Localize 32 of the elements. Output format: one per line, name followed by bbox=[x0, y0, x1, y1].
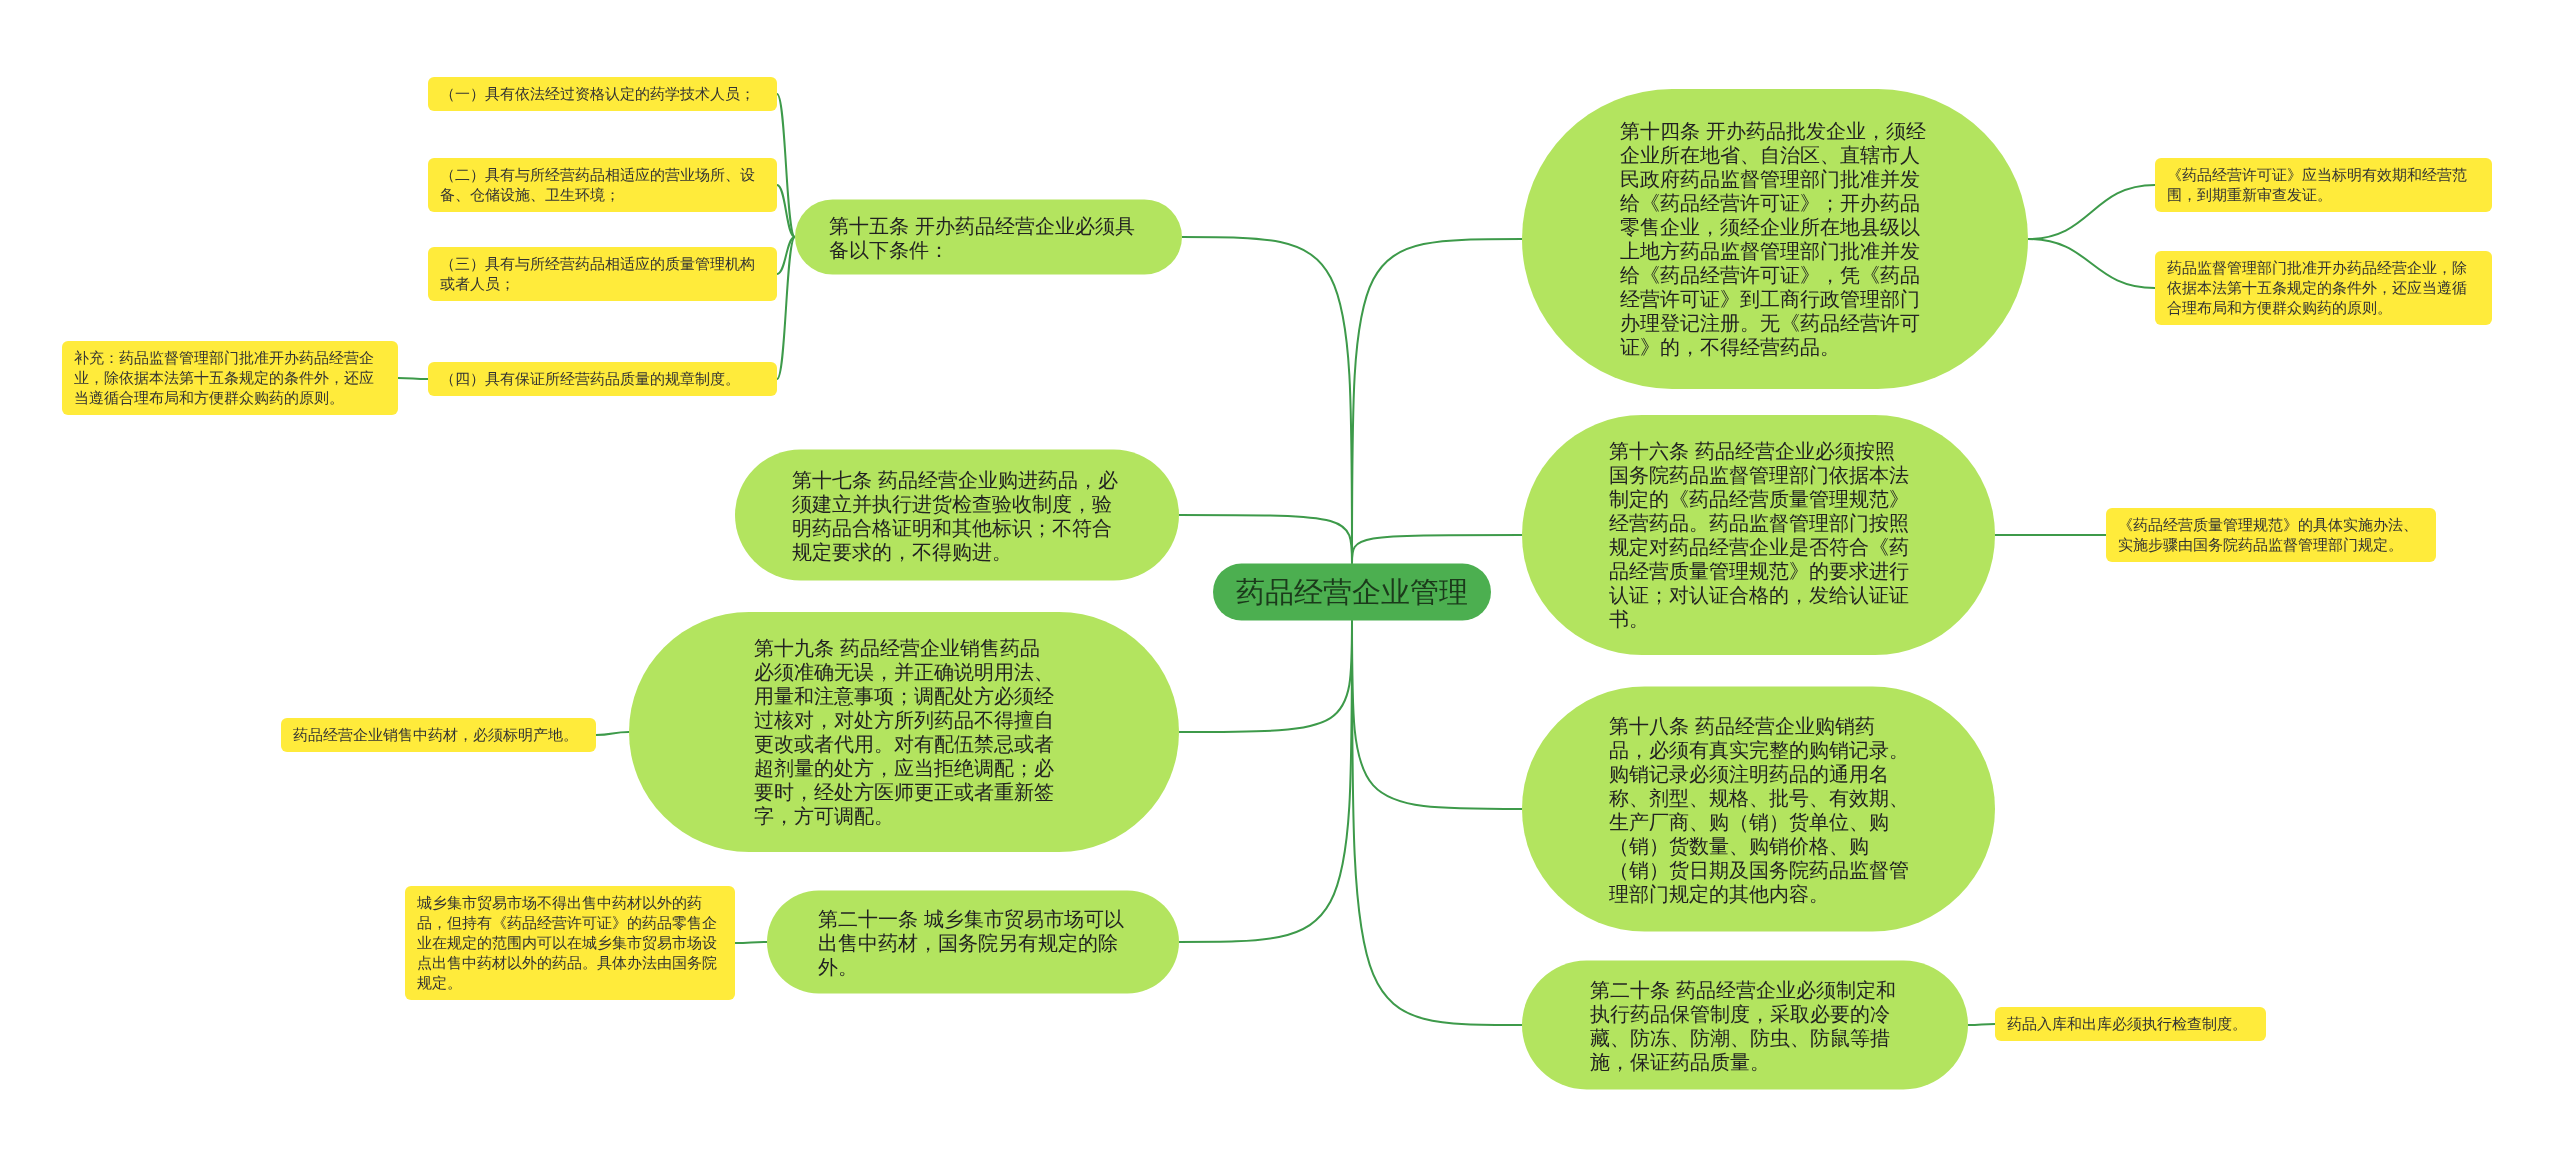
topic-bubble bbox=[795, 199, 1182, 275]
note-box: （四）具有保证所经营药品质量的规章制度。 bbox=[428, 362, 777, 396]
note-box: 药品经营企业销售中药材，必须标明产地。 bbox=[281, 718, 596, 752]
topic-text: 第二十一条 城乡集市贸易市场可以出售中药材，国务院另有规定的除外。 bbox=[818, 906, 1126, 978]
note-box: 药品监督管理部门批准开办药品经营企业，除依据本法第十五条规定的条件外，还应当遵循合理布局和方便群众购药的原则。 bbox=[2155, 251, 2492, 325]
connector-line bbox=[734, 941, 768, 944]
connector-line bbox=[776, 93, 796, 238]
note-box: 城乡集市贸易市场不得出售中药材以外的药品，但持有《药品经营许可证》的药品零售企业在规定的范围内可以在城乡集市贸易市场设点出售中药材以外的药品。具体办法由国务院规定。 bbox=[405, 886, 735, 1000]
topic-text: 第十六条 药品经营企业必须按照国务院药品监督管理部门依据本法制定的《药品经营质量管理规范》经营药品。药品监督管理部门按照规定对药品经营企业是否符合《药品经营质量管理规范》的要求进行认证；对认证合格的，发给认证证书。 bbox=[1608, 439, 1909, 631]
topic-text: 第十八条 药品经营企业购销药品，必须有真实完整的购销记录。购销记录必须注明药品的通用名称、剂型、规格、批号、有效期、生产厂商、购（销）货单位、购（销）货数量、购销价格、购（销）货日期及国务院药品监督管理部门规定的其他内容。 bbox=[1608, 713, 1909, 905]
connector-line bbox=[1967, 1023, 1996, 1026]
central-topic: 药品经营企业管理 bbox=[1213, 563, 1491, 621]
topic-text: 第十九条 药品经营企业销售药品必须准确无误，并正确说明用法、用量和注意事项；调配处方必须经过核对，对处方所列药品不得擅自更改或者代用。对有配伍禁忌或者超剂量的处方，应当拒绝调配；必要时，经处方医师更正或者重新签字，方可调配。 bbox=[754, 636, 1054, 828]
note-box: （三）具有与所经营药品相适应的质量管理机构或者人员； bbox=[428, 247, 777, 301]
topic-text: 第十五条 开办药品经营企业必须具备以下条件： bbox=[828, 213, 1136, 261]
topic-text: 第二十条 药品经营企业必须制定和执行药品保管制度，采取必要的冷藏、防冻、防潮、防虫、防鼠等措施，保证药品质量。 bbox=[1590, 977, 1898, 1073]
note-box: （一）具有依法经过资格认定的药学技术人员； bbox=[428, 77, 777, 111]
connector-line bbox=[1994, 534, 2107, 536]
topic-text: 第十七条 药品经营企业购进药品，必须建立并执行进货检查验收制度，验明药品合格证明和其他标识；不符合规定要求的，不得购进。 bbox=[792, 467, 1120, 563]
connector-line bbox=[1351, 534, 1523, 565]
connector-line bbox=[776, 236, 796, 275]
connector-line bbox=[2027, 238, 2156, 289]
connector-line bbox=[397, 377, 429, 380]
note-box: 补充：药品监督管理部门批准开办药品经营企业，除依据本法第十五条规定的条件外，还应当遵循合理布局和方便群众购药的原则。 bbox=[62, 341, 398, 415]
note-box: 药品入库和出库必须执行检查制度。 bbox=[1995, 1007, 2266, 1041]
note-box: 《药品经营许可证》应当标明有效期和经营范围，到期重新审查发证。 bbox=[2155, 158, 2492, 212]
connector-line bbox=[776, 184, 796, 238]
note-box: （二）具有与所经营药品相适应的营业场所、设备、仓储设施、卫生环境； bbox=[428, 158, 777, 212]
topic-text: 第十四条 开办药品批发企业，须经企业所在地省、自治区、直辖市人民政府药品监督管理部门批准并发给《药品经营许可证》；开办药品零售企业，须经企业所在地县级以上地方药品监督管理部门批准并发给《药品经营许可证》，凭《药品经营许可证》到工商行政管理部门办理登记注册。无《药品经营许可证》的，不得经营药品。 bbox=[1620, 119, 1928, 359]
note-box: 《药品经营质量管理规范》的具体实施办法、实施步骤由国务院药品监督管理部门规定。 bbox=[2106, 508, 2436, 562]
connector-line bbox=[776, 236, 796, 380]
connector-line bbox=[595, 731, 630, 736]
